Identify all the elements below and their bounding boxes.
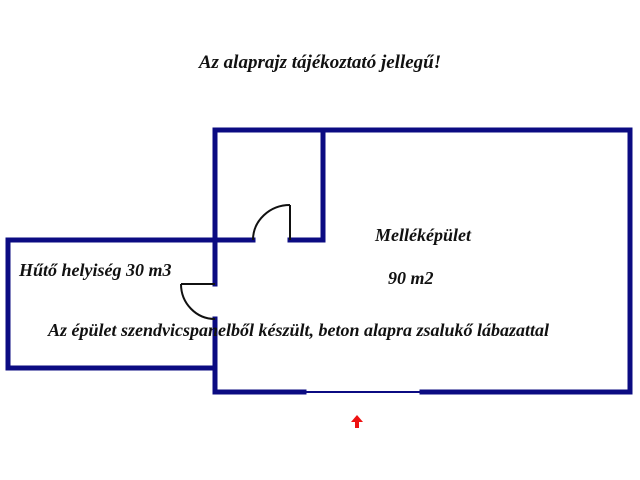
doors (180, 204, 291, 320)
side-door-swing (180, 283, 216, 320)
inner-door-swing (252, 204, 291, 241)
side-room-label: Hűtő helyiség 30 m3 (19, 260, 172, 280)
main-room-label: Melléképület (375, 225, 471, 245)
construction-note: Az épület szendvicspanelből készült, bet… (48, 320, 550, 340)
walls (5, 127, 633, 395)
main-room-area: 90 m2 (388, 268, 434, 288)
disclaimer-title: Az alaprajz tájékoztató jellegű! (198, 52, 442, 73)
entrance-arrow-icon (351, 415, 363, 428)
